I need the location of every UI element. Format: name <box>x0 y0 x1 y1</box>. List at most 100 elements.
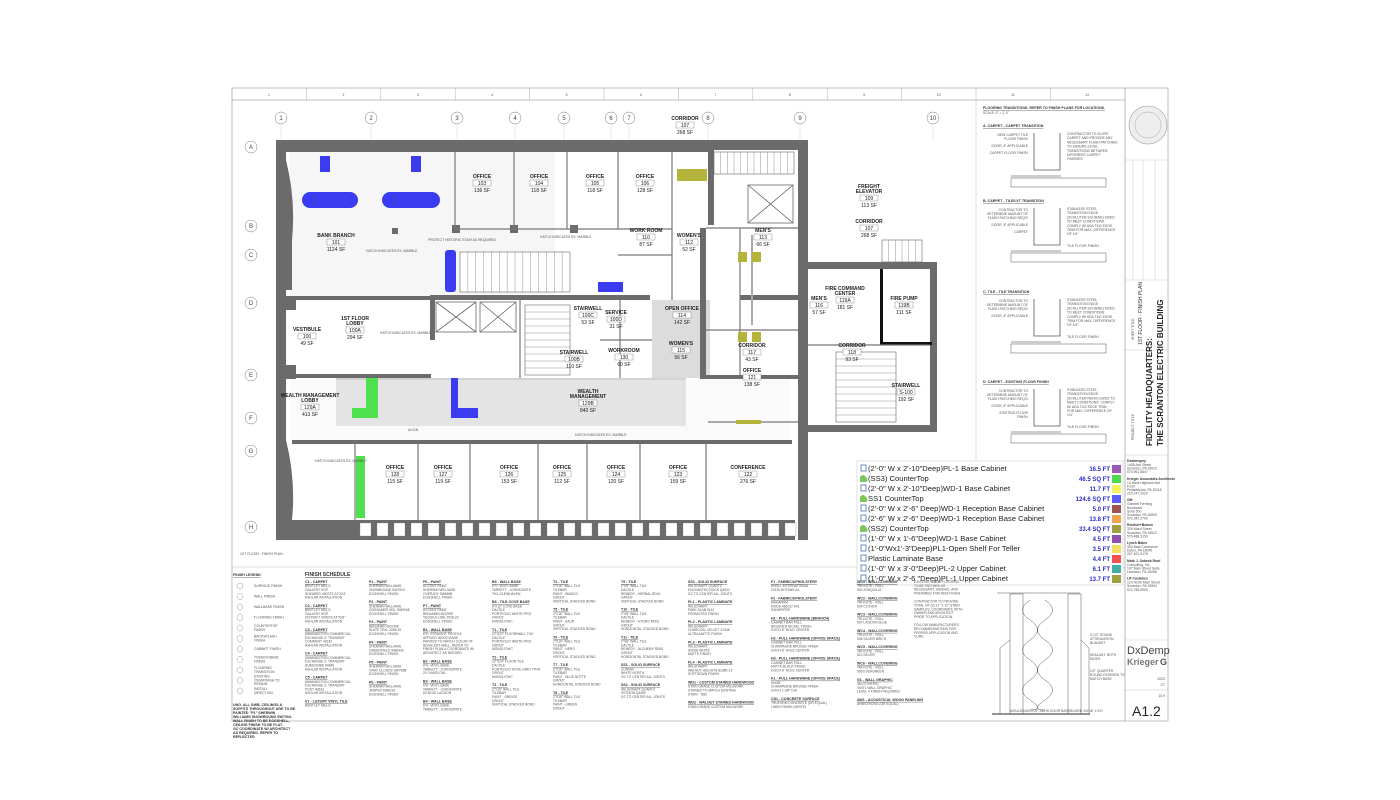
schedule-line: PAINT - GREEN <box>553 703 578 707</box>
schedule-code: T1 - TILE <box>492 628 508 632</box>
room-number-box <box>636 233 656 241</box>
detail-note-line: TO MEET CONDITIONS. <box>1067 311 1105 315</box>
grid-bubble-label: A <box>249 145 253 151</box>
schedule-line: CABINET BAR PULL <box>771 621 802 625</box>
room-name: LOBBY <box>346 321 364 327</box>
schedule-line: 6"H. VINYL BASE <box>492 584 519 588</box>
room-name: OFFICE <box>636 174 655 180</box>
schedule-line: ARMSTRONG (OR EQUAL) <box>857 702 899 706</box>
detail-note-line: DETERMINE AMOUNT OF <box>987 393 1028 397</box>
grid-bubble <box>244 411 258 425</box>
room-number-box <box>614 353 634 361</box>
schedule-line: BENJAMIN MOORE <box>369 624 400 628</box>
schedule-code: C2 - CARPET <box>305 604 328 608</box>
room-area: 111 SF <box>896 310 911 316</box>
schedule-line: BENJAMIN MOORE <box>423 612 454 616</box>
schedule-line: SHERWIN WILLIAMS <box>423 588 456 592</box>
room-name: OFFICE <box>607 465 626 471</box>
consultant-line: 267.621.0175 <box>1127 552 1148 556</box>
schedule-line: ADJACENT WALL. REFER TO <box>423 643 469 647</box>
room-number-box <box>326 238 346 246</box>
schedule-line: COMMENT 41632 <box>305 640 332 644</box>
room-number: 100B <box>568 357 580 363</box>
schedule-line: EGGSHELL FINISH <box>369 672 399 676</box>
room-area: 268 SF <box>677 130 693 136</box>
consultant-line: Scranton, PA 18512 <box>1127 531 1157 535</box>
schedule-code: SS3 - SOLID SURFACE <box>688 580 728 584</box>
room-number: 127 <box>439 472 448 478</box>
detail-note-line: (SCHLUTER-RENO) SIZED TO <box>1067 396 1115 400</box>
legend-label: (SS2) CounterTop <box>868 524 929 533</box>
schedule-line: JASPER SW6216 <box>369 689 396 693</box>
schedule-line: PAINT - BLUE NOTTE <box>553 675 587 679</box>
window <box>478 522 491 537</box>
cabinet-icon <box>860 544 867 552</box>
floor-slab <box>1010 343 1107 354</box>
room-name: WOMEN'S <box>669 341 694 347</box>
room-number-box <box>672 311 692 319</box>
room-name: OFFICE <box>434 465 453 471</box>
schedule-line: CONTRACTOR TO PROVIDE <box>914 600 959 604</box>
schedule-line: DALTILE <box>492 636 506 640</box>
schedule-code: K1 - PULL HARDWARE (OFFICE SPACE) <box>771 677 841 681</box>
schedule-line: MANNINGTON COMMERCIAL <box>305 680 351 684</box>
finish-legend-item: CABINET FINISH <box>254 647 281 651</box>
schedule-line: OWNER AND ARCHITECT <box>914 611 954 615</box>
room-number-box <box>564 355 584 363</box>
schedule-line: MONOLITHIC <box>492 620 513 624</box>
schedule-line: BRUSHED NICKEL FINISH <box>771 624 812 628</box>
grid-bubble-label: 6 <box>609 116 613 122</box>
room-area: 113 SF <box>861 203 877 209</box>
schedule-line: BENTLEY MILLS <box>305 584 331 588</box>
consultant-name: Lynch Bates <box>1127 541 1147 545</box>
room-area: 52 SF <box>682 247 695 253</box>
consultant-line: 570.788.8950 <box>1127 588 1148 592</box>
room-number: 128 <box>391 472 400 478</box>
ruler-label: 12 <box>1086 93 1090 97</box>
legend-value: 4.4 FT <box>1093 557 1111 563</box>
detail-note: TILE FLOOR FINISH <box>1067 244 1099 248</box>
project-label: PROJECT TITLE <box>1131 413 1135 440</box>
schedule-line: TILEBAR <box>553 699 567 703</box>
room-number: 110 <box>642 235 650 241</box>
schedule-code: B1 - WALL BASE <box>423 628 452 632</box>
room-number: 109 <box>865 196 874 202</box>
legend-label: (2'-0" W x 2'-10"Deep)PL-1 Base Cabinet <box>868 464 1008 473</box>
consultant-line: Eaton, PA 18045 <box>1127 549 1152 553</box>
legend-value: 6.1 FT <box>1093 567 1111 573</box>
room-number: 116 <box>815 303 823 309</box>
schedule-line: 2"X8" WALL TILE <box>621 640 647 644</box>
schedule-line: GROUT <box>553 596 565 600</box>
room-name: 1ST FLOOR <box>341 316 369 322</box>
room-number-box <box>753 233 773 241</box>
window <box>376 522 389 537</box>
grid-bubble <box>793 111 807 125</box>
schedule-entry: AW1 - ACOUSTICAL WOOD PANELINGARMSTRONG … <box>857 698 923 706</box>
schedule-line: VINYL WALL GRAPHIC <box>857 686 893 690</box>
schedule-code: SS2 - SOLID SURFACE <box>621 683 661 687</box>
ruler-label: 8 <box>789 93 791 97</box>
schedule-line: SHERWIN WILLIAMS <box>369 645 402 649</box>
window <box>767 522 780 537</box>
detail-note: CARPET <box>1014 230 1028 234</box>
